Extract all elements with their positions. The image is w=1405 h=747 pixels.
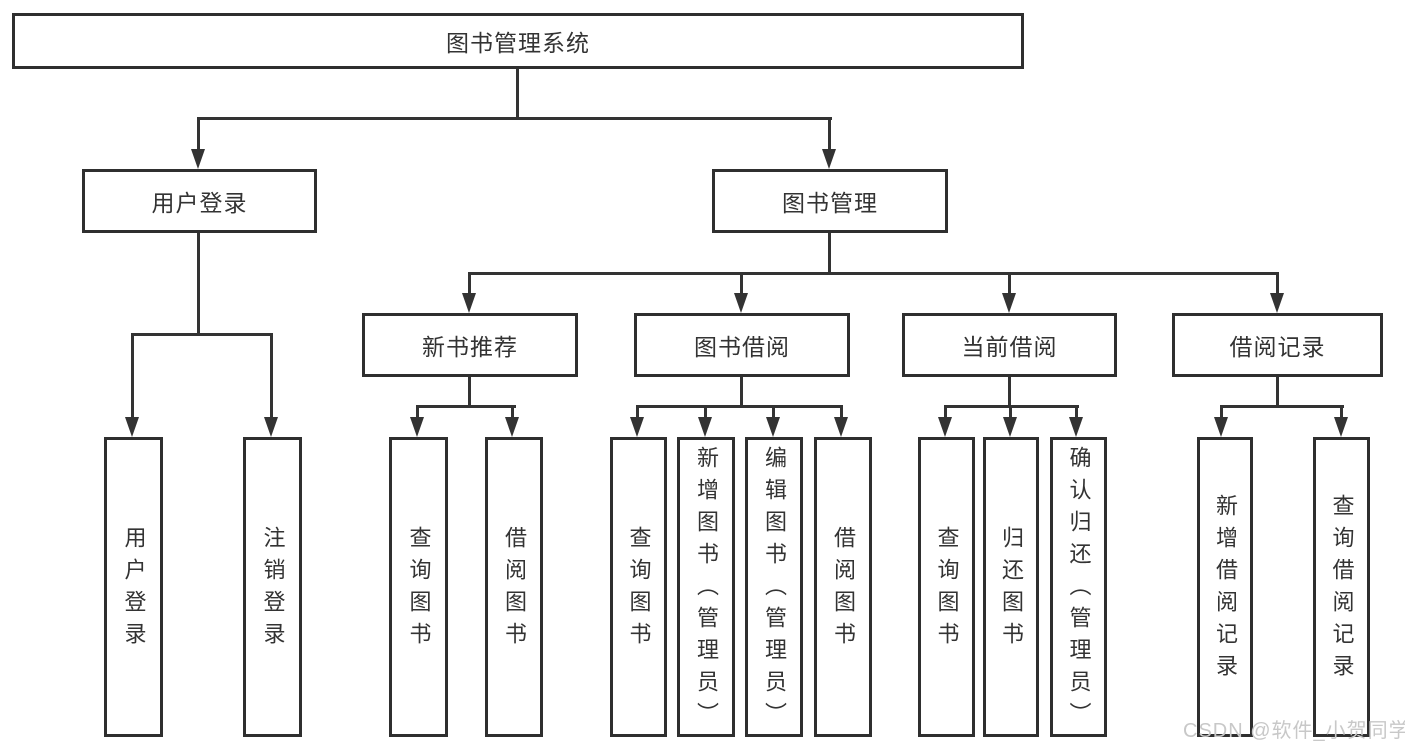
connector-current-stub xyxy=(1008,377,1011,408)
leaf-recommend-borrow-books-label: 借阅图书 xyxy=(502,526,527,654)
arrow-to-recommend-leaf-1 xyxy=(410,417,424,437)
arrow-to-records xyxy=(1270,293,1284,313)
arrow-to-current-leaf-1 xyxy=(938,417,952,437)
leaf-recommend-borrow-books: 借阅图书 xyxy=(485,437,543,737)
node-user-login: 用户登录 xyxy=(82,169,317,233)
connector-to-current-leaf-1 xyxy=(944,405,947,421)
arrow-to-current-leaf-2 xyxy=(1003,417,1017,437)
connector-to-borrow xyxy=(740,272,743,295)
leaf-borrow-query-books: 查询图书 xyxy=(610,437,667,737)
leaf-confirm-return-admin: 确认归还（管理员） xyxy=(1050,437,1107,737)
arrow-to-login xyxy=(191,149,205,169)
connector-to-current-leaf-2 xyxy=(1009,405,1012,421)
connector-borrow-stub xyxy=(740,377,743,408)
connector-to-recommend xyxy=(468,272,471,295)
arrow-to-login-leaf-2 xyxy=(264,417,278,437)
leaf-edit-books-admin-label: 编辑图书（管理员） xyxy=(762,446,787,734)
leaf-recommend-query-books-label: 查询图书 xyxy=(406,526,432,654)
connector-to-records-leaf-2 xyxy=(1340,405,1343,421)
leaf-current-query-books: 查询图书 xyxy=(918,437,975,737)
csdn-watermark: CSDN @软件_小贺同学 xyxy=(1183,720,1405,742)
connector-to-borrow-leaf-3 xyxy=(772,405,775,421)
arrow-to-borrow-leaf-1 xyxy=(630,417,644,437)
connector-login-rail xyxy=(131,333,273,336)
node-borrow-records: 借阅记录 xyxy=(1172,313,1383,377)
node-borrow-records-label: 借阅记录 xyxy=(1229,334,1326,360)
connector-to-borrow-leaf-4 xyxy=(840,405,843,421)
connector-recommend-stub xyxy=(468,377,471,408)
node-book-borrow: 图书借阅 xyxy=(634,313,850,377)
leaf-logout-label: 注销登录 xyxy=(260,526,286,654)
connector-to-records xyxy=(1276,272,1279,295)
arrow-to-borrow-leaf-4 xyxy=(834,417,848,437)
node-new-book-recommend-label: 新书推荐 xyxy=(422,334,518,360)
leaf-recommend-query-books: 查询图书 xyxy=(389,437,448,737)
leaf-add-borrow-record: 新增借阅记录 xyxy=(1197,437,1253,737)
arrow-to-borrow xyxy=(734,293,748,313)
node-book-management: 图书管理 xyxy=(712,169,948,233)
leaf-add-books-admin: 新增图书（管理员） xyxy=(677,437,735,737)
node-user-login-label: 用户登录 xyxy=(151,190,248,216)
arrow-to-records-leaf-1 xyxy=(1214,417,1228,437)
arrow-to-login-leaf-1 xyxy=(125,417,139,437)
connector-borrow-rail xyxy=(636,405,843,408)
leaf-confirm-return-admin-label: 确认归还（管理员） xyxy=(1066,446,1092,734)
connector-management-rail xyxy=(468,272,1279,275)
arrow-to-borrow-leaf-2 xyxy=(698,417,712,437)
node-current-borrow: 当前借阅 xyxy=(902,313,1117,377)
connector-to-current xyxy=(1008,272,1011,295)
connector-to-login-leaf-1 xyxy=(131,333,134,419)
connector-to-login-leaf-2 xyxy=(270,333,273,419)
node-root-label: 图书管理系统 xyxy=(446,30,590,56)
connector-records-rail xyxy=(1220,405,1344,408)
leaf-return-books-label: 归还图书 xyxy=(999,526,1024,654)
leaf-user-login-label: 用户登录 xyxy=(121,526,147,654)
arrow-to-current xyxy=(1002,293,1016,313)
connector-records-stub xyxy=(1276,377,1279,408)
arrow-to-records-leaf-2 xyxy=(1334,417,1348,437)
arrow-to-recommend xyxy=(462,293,476,313)
leaf-query-borrow-record-label: 查询借阅记录 xyxy=(1329,494,1355,686)
leaf-add-borrow-record-label: 新增借阅记录 xyxy=(1213,494,1238,686)
leaf-query-borrow-record: 查询借阅记录 xyxy=(1313,437,1370,737)
node-book-borrow-label: 图书借阅 xyxy=(694,334,790,360)
node-root: 图书管理系统 xyxy=(12,13,1024,69)
connector-to-recommend-leaf-2 xyxy=(511,405,514,421)
connector-to-login xyxy=(197,117,200,151)
arrow-to-current-leaf-3 xyxy=(1069,417,1083,437)
connector-to-current-leaf-3 xyxy=(1075,405,1078,421)
node-current-borrow-label: 当前借阅 xyxy=(961,334,1058,360)
leaf-return-books: 归还图书 xyxy=(983,437,1039,737)
arrow-to-borrow-leaf-3 xyxy=(766,417,780,437)
leaf-user-login: 用户登录 xyxy=(104,437,163,737)
leaf-current-query-books-label: 查询图书 xyxy=(934,526,960,654)
node-book-management-label: 图书管理 xyxy=(782,190,878,216)
node-new-book-recommend: 新书推荐 xyxy=(362,313,578,377)
connector-to-borrow-leaf-2 xyxy=(704,405,707,421)
leaf-logout: 注销登录 xyxy=(243,437,302,737)
arrow-to-recommend-leaf-2 xyxy=(505,417,519,437)
leaf-borrow-books: 借阅图书 xyxy=(814,437,872,737)
connector-root-rail xyxy=(197,117,832,120)
connector-login-stub xyxy=(197,233,200,335)
connector-to-recommend-leaf-1 xyxy=(416,405,419,421)
arrow-to-management xyxy=(822,149,836,169)
connector-to-records-leaf-1 xyxy=(1220,405,1223,421)
leaf-edit-books-admin: 编辑图书（管理员） xyxy=(745,437,803,737)
leaf-add-books-admin-label: 新增图书（管理员） xyxy=(694,446,719,734)
leaf-borrow-query-books-label: 查询图书 xyxy=(626,526,652,654)
connector-to-borrow-leaf-1 xyxy=(636,405,639,421)
connector-root-stub xyxy=(516,69,519,119)
connector-management-stub xyxy=(828,233,831,275)
leaf-borrow-books-label: 借阅图书 xyxy=(831,526,856,654)
connector-recommend-rail xyxy=(416,405,516,408)
connector-to-management xyxy=(828,117,831,151)
